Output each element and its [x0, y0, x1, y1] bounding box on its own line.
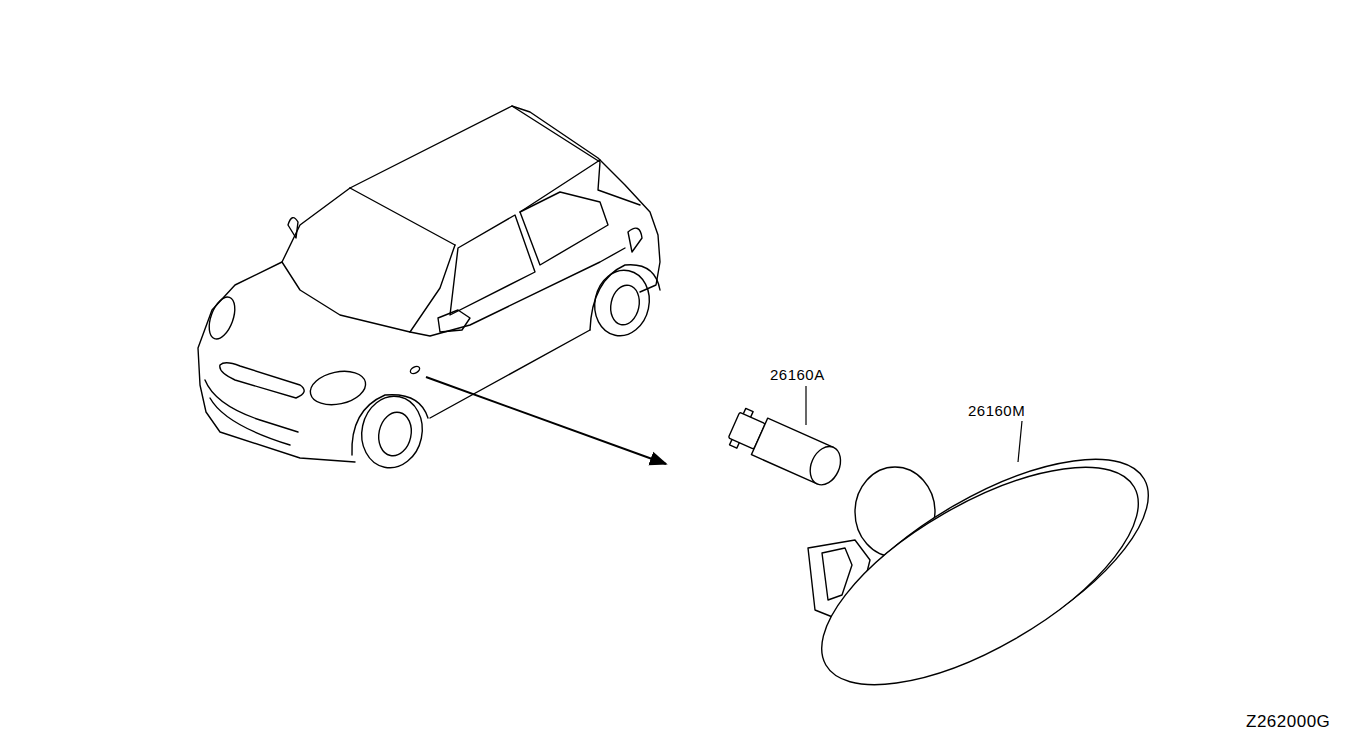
pointer-arrow — [426, 377, 666, 464]
leader-line — [805, 386, 806, 425]
part-number: 26160A — [770, 367, 825, 382]
side-marker-lamp — [790, 417, 1180, 728]
car-drawing — [198, 106, 660, 473]
bulb-drawing — [726, 407, 846, 490]
diagram-code: Z262000G — [1246, 713, 1330, 730]
part-number: 26160M — [968, 403, 1025, 418]
leader-line — [1018, 421, 1022, 462]
